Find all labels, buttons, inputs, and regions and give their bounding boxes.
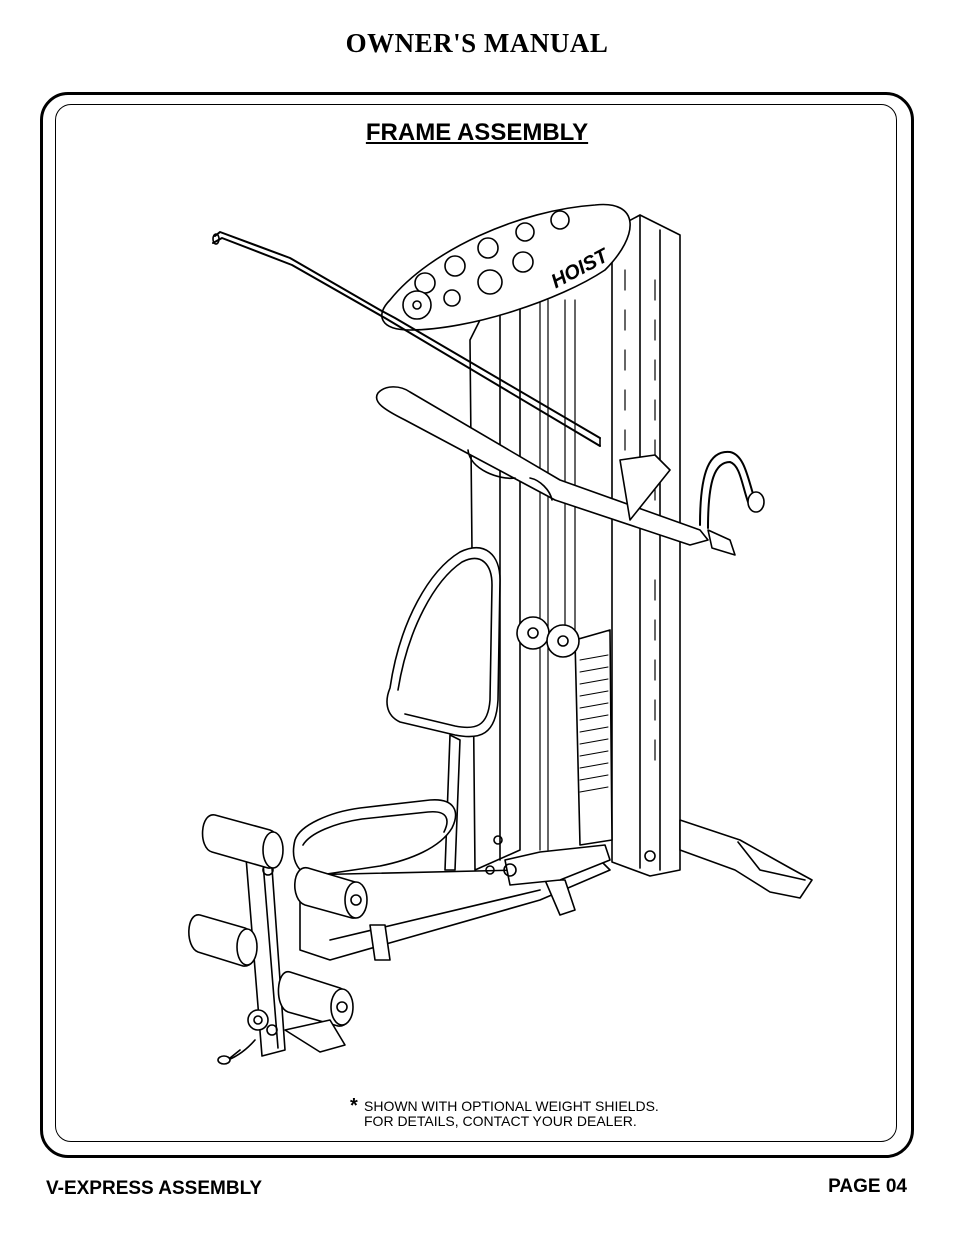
footer-assembly-name: V-EXPRESS ASSEMBLY (46, 1178, 263, 1199)
footer-page-number: PAGE 04 (828, 1176, 907, 1197)
page-frame-inner (55, 104, 897, 1142)
note-asterisk: * (350, 1095, 358, 1117)
page-frame-outer (40, 92, 914, 1158)
section-title: FRAME ASSEMBLY (365, 119, 589, 146)
gym-machine-illustration: HOIST (180, 178, 820, 1078)
note-line-1: SHOWN WITH OPTIONAL WEIGHT SHIELDS. (364, 1098, 659, 1114)
manual-title: OWNER'S MANUAL (345, 28, 609, 58)
note-line-2: FOR DETAILS, CONTACT YOUR DEALER. (364, 1113, 637, 1129)
